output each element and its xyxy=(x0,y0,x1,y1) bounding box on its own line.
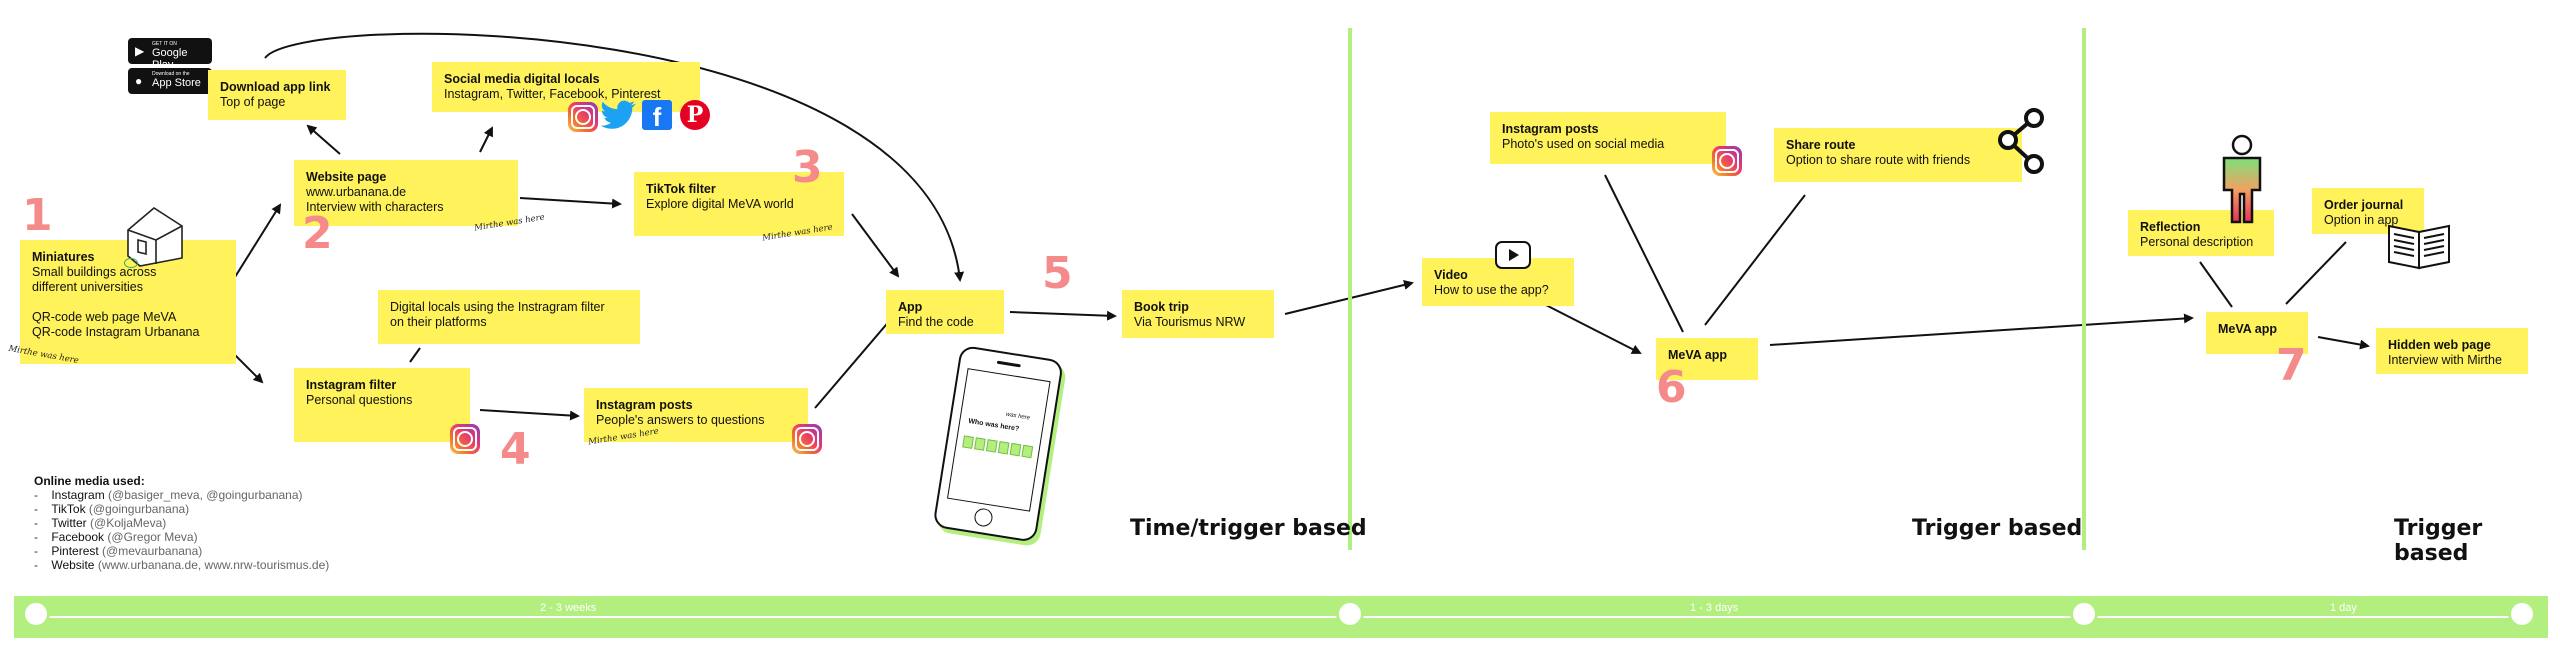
note-download-app-link: Download app link Top of page xyxy=(208,70,346,120)
note-instagram-filter: Instagram filter Personal questions xyxy=(294,368,470,442)
phase-divider-1 xyxy=(1348,28,1352,550)
note-book-trip: Book trip Via Tourismus NRW xyxy=(1122,290,1274,338)
media-item: - Pinterest (@mevaurbanana) xyxy=(34,544,203,558)
media-item: - Twitter (@KoljaMeva) xyxy=(34,516,167,530)
note-order-journal: Order journal Option in app xyxy=(2312,188,2424,234)
note-digital-locals: Digital locals using the Instragram filt… xyxy=(378,290,640,344)
timeline-label-weeks: 2 - 3 weeks xyxy=(540,602,597,614)
line-locals-filter xyxy=(409,347,421,363)
phone-bars xyxy=(962,435,1034,459)
app-store-badge[interactable]: ● Download on the App Store xyxy=(128,68,212,94)
timeline-label-day: 1 day xyxy=(2330,602,2357,614)
online-media-list: Online media used: - Instagram (@basiger… xyxy=(34,474,329,572)
arrow-website-tiktok xyxy=(519,197,622,209)
arrow-website-download xyxy=(306,124,341,155)
qr-dot xyxy=(124,258,138,268)
arrow-video-meva xyxy=(1539,301,1642,354)
facebook-icon: f xyxy=(642,100,672,130)
play-store-icon: ▶ xyxy=(135,44,145,58)
twitter-icon xyxy=(600,100,636,129)
note-meva-app-1: MeVA app xyxy=(1656,338,1758,380)
share-icon xyxy=(1998,108,2044,174)
phone-was-here: was here xyxy=(1005,411,1031,422)
arrow-curve-to-app xyxy=(264,32,965,282)
timeline-dot-end xyxy=(2508,600,2536,628)
phase-divider-2 xyxy=(2082,28,2086,550)
phase-label-time-trigger: Time/trigger based xyxy=(1130,516,1367,541)
step-number-3: 3 xyxy=(792,142,823,193)
line-posts-meva xyxy=(1604,174,1684,333)
phase-label-trigger-2: Trigger based xyxy=(2394,516,2483,566)
instagram-icon-photos xyxy=(1712,146,1742,176)
online-media-heading: Online media used: xyxy=(34,474,145,488)
timeline-label-days: 1 - 3 days xyxy=(1690,602,1739,614)
book-icon xyxy=(2388,224,2450,270)
media-item: - TikTok (@goingurbanana) xyxy=(34,502,190,516)
phone-who-was-here: Who was here? xyxy=(967,417,1020,433)
step-number-5: 5 xyxy=(1042,248,1073,299)
line-journal-meva2 xyxy=(2285,241,2347,305)
house-icon xyxy=(127,207,183,267)
note-share-route: Share route Option to share route with f… xyxy=(1774,128,2022,182)
instagram-icon-posts xyxy=(792,424,822,454)
step-number-1: 1 xyxy=(22,190,53,241)
timeline-line xyxy=(36,616,2526,618)
timeline-dot-3 xyxy=(2070,600,2098,628)
media-item: - Facebook (@Gregor Meva) xyxy=(34,530,198,544)
timeline-dot-2 xyxy=(1336,600,1364,628)
timeline-dot-start xyxy=(22,600,50,628)
timeline-bar xyxy=(14,596,2548,638)
note-instagram-posts-photos: Instagram posts Photo's used on social m… xyxy=(1490,112,1726,164)
arrow-tiktok-app xyxy=(851,213,900,278)
step-number-4: 4 xyxy=(500,424,531,475)
arrow-filter-posts xyxy=(479,409,580,421)
play-icon xyxy=(1495,241,1531,269)
arrow-meva-meva2 xyxy=(1769,313,2194,346)
note-hidden-web-page: Hidden web page Interview with Mirthe xyxy=(2376,328,2528,374)
note-website-page: Website page www.urbanana.de Interview w… xyxy=(294,160,518,226)
media-item: - Website (www.urbanana.de, www.nrw-tour… xyxy=(34,558,330,572)
pinterest-icon: P xyxy=(680,100,710,130)
person-icon xyxy=(2222,134,2262,224)
note-tiktok-filter: TikTok filter Explore digital MeVA world xyxy=(634,172,844,236)
note-meva-app-2: MeVA app xyxy=(2206,312,2308,354)
line-share-meva xyxy=(1704,194,1806,326)
instagram-icon xyxy=(568,102,598,132)
arrow-website-social xyxy=(479,126,493,153)
note-app-find-code: App Find the code xyxy=(886,290,1004,334)
line-reflection-meva2 xyxy=(2199,261,2233,308)
step-number-6: 6 xyxy=(1656,362,1687,413)
note-instagram-posts-answers: Instagram posts People's answers to ques… xyxy=(584,388,808,442)
instagram-icon-filter xyxy=(450,424,480,454)
step-number-7: 7 xyxy=(2276,340,2307,391)
apple-icon: ● xyxy=(135,74,143,88)
google-play-badge[interactable]: ▶ GET IT ON Google Play xyxy=(128,38,212,71)
arrow-app-book xyxy=(1009,310,1117,321)
media-item: - Instagram (@basiger_meva, @goingurbana… xyxy=(34,488,303,502)
step-number-2: 2 xyxy=(302,208,333,259)
arrow-meva2-hidden xyxy=(2317,336,2370,350)
phase-label-trigger-1: Trigger based xyxy=(1912,516,2083,541)
